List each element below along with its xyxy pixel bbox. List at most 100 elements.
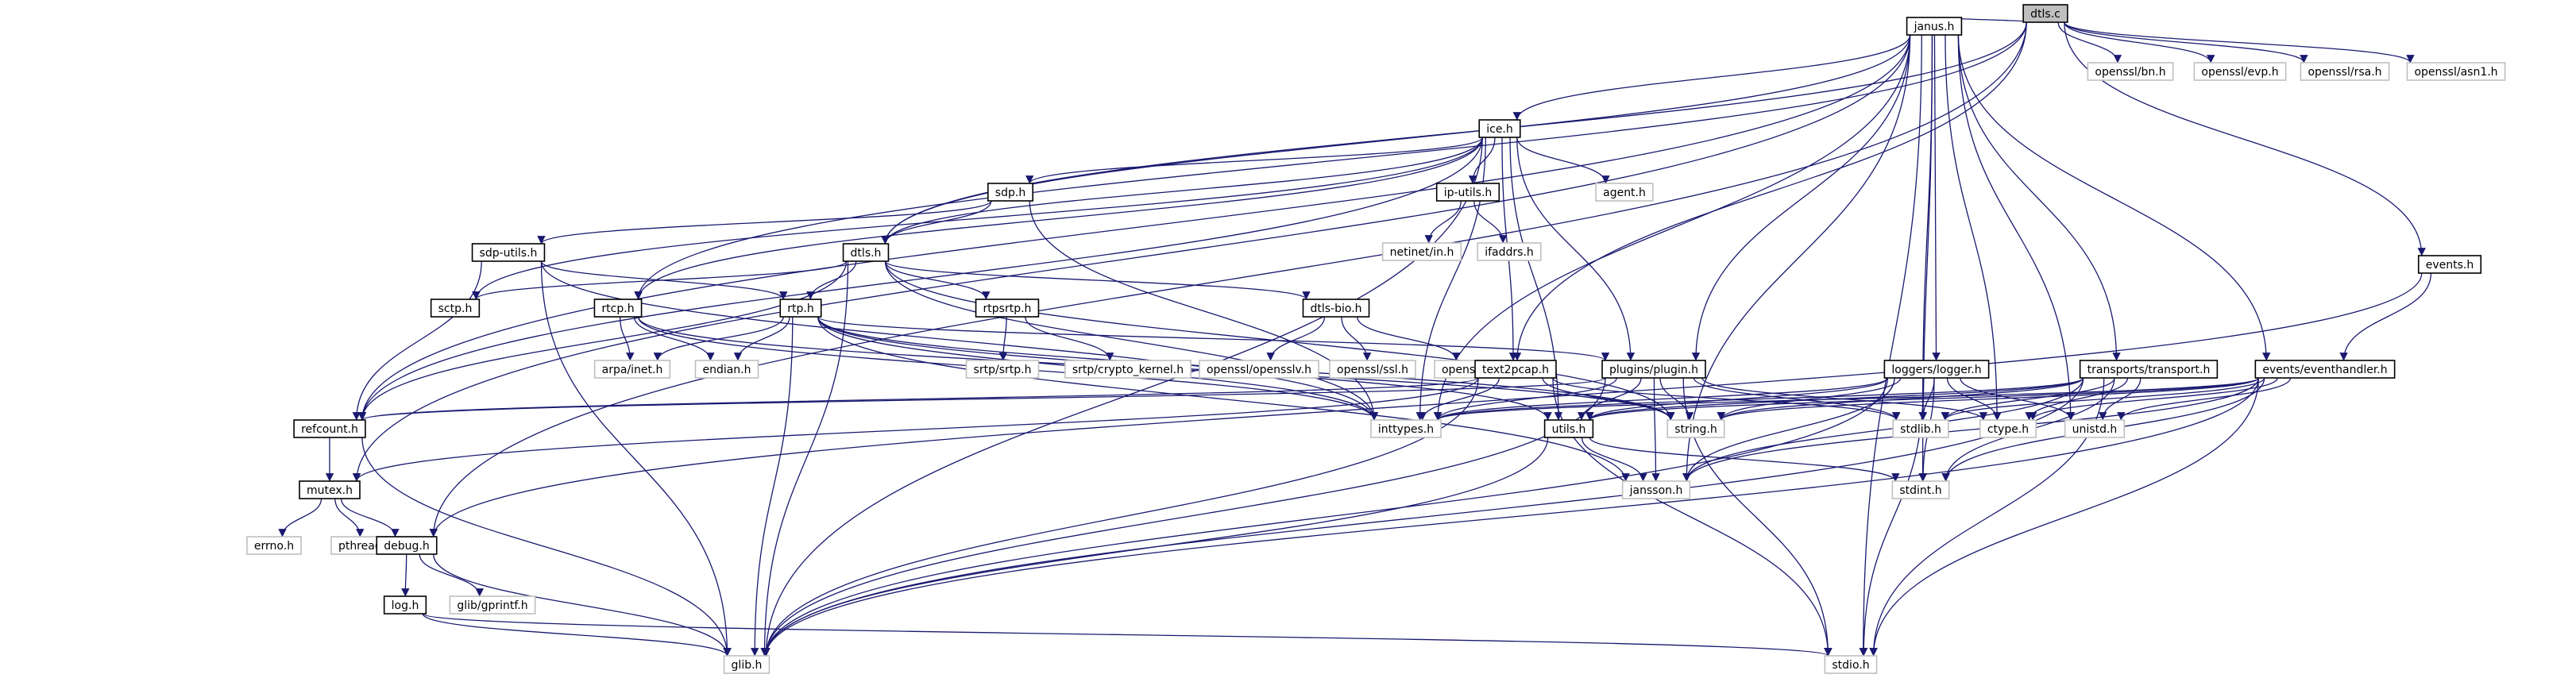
node-rtp-h[interactable]: rtp.h <box>779 299 822 318</box>
node-box <box>2064 419 2126 438</box>
edge-dtls-bio-h-to-ossl-ssl <box>1341 316 1372 361</box>
node-dtls-c[interactable]: dtls.c <box>2022 4 2068 23</box>
edge-sdp-utils-h-to-refcount-h <box>352 260 482 421</box>
node-ice-h[interactable]: ice.h <box>1478 119 1521 138</box>
node-transport-h[interactable]: transports/transport.h <box>2079 360 2219 379</box>
node-label: unistd.h <box>2072 423 2118 436</box>
edge-mutex-h-to-debug-h <box>340 498 400 538</box>
node-box <box>1199 360 1319 379</box>
node-label: transports/transport.h <box>2087 364 2211 376</box>
node-sdp-h[interactable]: sdp.h <box>987 183 1033 202</box>
node-label: ice.h <box>1486 123 1513 136</box>
edge-eventhandler-h-to-unistd-h <box>2117 377 2292 421</box>
node-events-h[interactable]: events.h <box>2417 255 2482 274</box>
edge-eventhandler-h-to-stdio-h <box>1869 377 2260 657</box>
node-box <box>975 299 1040 318</box>
node-ossl-opensslv: openssl/opensslv.h <box>1199 360 1319 379</box>
node-label: openssl/rsa.h <box>2308 66 2381 79</box>
node-ip-utils-h[interactable]: ip-utils.h <box>1435 183 1500 202</box>
node-label: openssl/opensslv.h <box>1207 364 1311 376</box>
node-debug-h[interactable]: debug.h <box>376 536 438 555</box>
edge-debug-h-to-log-h <box>401 553 410 597</box>
node-eventhandler-h[interactable]: events/eventhandler.h <box>2254 360 2396 379</box>
edge-log-h-to-glib-h <box>422 613 732 657</box>
node-label: debug.h <box>384 540 429 553</box>
node-box <box>2417 255 2482 274</box>
node-label: string.h <box>1674 423 1717 436</box>
node-dtls-h[interactable]: dtls.h <box>842 243 890 262</box>
edge-rtcp-h-to-endian-h <box>633 316 715 361</box>
edge-plugin-h-to-refcount-h <box>358 377 1606 421</box>
node-plugin-h[interactable]: plugins/plugin.h <box>1601 360 1706 379</box>
edge-ice-h-to-ip-utils-h <box>1468 137 1496 184</box>
edge-ice-h-to-rtcp-h <box>634 137 1483 300</box>
node-box <box>376 536 438 555</box>
node-mutex-h[interactable]: mutex.h <box>299 480 361 499</box>
node-label: openssl/asn1.h <box>2414 66 2497 79</box>
edge-janus-h-to-eventhandler-h <box>1957 34 2271 361</box>
edge-mutex-h-to-errno-h <box>278 498 322 538</box>
node-dtls-bio-h[interactable]: dtls-bio.h <box>1302 299 1370 318</box>
node-label: openssl/ssl.h <box>1337 364 1408 376</box>
node-box <box>1906 17 1963 36</box>
node-sdp-utils-h[interactable]: sdp-utils.h <box>471 243 546 262</box>
node-glib-h: glib.h <box>723 655 770 674</box>
edge-rtpsrtp-h-to-srtp-crypto <box>1025 316 1114 361</box>
edge-janus-h-to-refcount-h <box>357 34 1911 421</box>
node-box <box>1595 183 1654 202</box>
node-box <box>383 595 427 615</box>
node-box <box>1891 480 1950 499</box>
node-box <box>1064 360 1191 379</box>
node-sctp-h[interactable]: sctp.h <box>430 299 481 318</box>
node-box <box>1892 419 1949 438</box>
node-label: openssl/bn.h <box>2095 66 2165 79</box>
node-ossl-asn1: openssl/asn1.h <box>2406 62 2506 81</box>
node-box <box>1666 419 1725 438</box>
node-utils-h[interactable]: utils.h <box>1543 419 1594 438</box>
node-srtp-crypto: srtp/crypto_kernel.h <box>1064 360 1191 379</box>
node-jansson-h: jansson.h <box>1621 480 1691 499</box>
edge-sdp-utils-h-to-glib-h <box>540 260 732 657</box>
edge-dtls-h-to-inttypes-h <box>884 260 1379 421</box>
node-refcount-h[interactable]: refcount.h <box>293 419 366 438</box>
edge-plugin-h-to-inttypes-h <box>1433 377 1617 421</box>
node-label: endian.h <box>702 364 751 376</box>
node-box <box>1601 360 1706 379</box>
node-label: sdp-utils.h <box>480 247 538 260</box>
node-box <box>1302 299 1370 318</box>
node-janus-h[interactable]: janus.h <box>1906 17 1963 36</box>
node-label: netinet/in.h <box>1390 246 1454 259</box>
edge-ice-h-to-agent-h <box>1516 137 1610 184</box>
edge-mutex-h-to-pthread-h <box>334 498 365 538</box>
edge-dtls-c-to-ossl-asn1 <box>2064 21 2415 64</box>
edge-dtls-c-to-ossl-evp <box>2064 21 2215 64</box>
edge-events-h-to-debug-h <box>429 272 2423 538</box>
edge-transport-h-to-string-h <box>1717 377 2084 421</box>
node-box <box>694 360 759 379</box>
node-box <box>1478 119 1521 138</box>
node-box <box>1381 242 1462 261</box>
node-box <box>593 299 643 318</box>
node-logger-h[interactable]: loggers/logger.h <box>1883 360 1990 379</box>
edge-transport-h-to-jansson-h <box>1682 377 2084 482</box>
node-rtcp-h[interactable]: rtcp.h <box>593 299 643 318</box>
edge-logger-h-to-string-h <box>1717 377 1902 421</box>
node-box <box>965 360 1040 379</box>
node-text2pcap-h[interactable]: text2pcap.h <box>1474 360 1557 379</box>
node-box <box>430 299 481 318</box>
node-box <box>2022 4 2068 23</box>
edge-janus-h-to-ice-h <box>1512 34 1911 121</box>
node-label: srtp/crypto_kernel.h <box>1072 364 1184 376</box>
node-log-h[interactable]: log.h <box>383 595 427 615</box>
node-box <box>2193 62 2287 81</box>
node-label: sdp.h <box>995 187 1025 199</box>
node-label: utils.h <box>1552 423 1586 436</box>
node-rtpsrtp-h[interactable]: rtpsrtp.h <box>975 299 1040 318</box>
node-stdint-h: stdint.h <box>1891 480 1950 499</box>
edge-dtls-h-to-sctp-h <box>472 260 848 300</box>
node-box <box>1621 480 1691 499</box>
node-label: sctp.h <box>438 302 473 315</box>
node-box <box>2300 62 2390 81</box>
edge-rtp-h-to-jansson-h <box>817 316 1630 482</box>
